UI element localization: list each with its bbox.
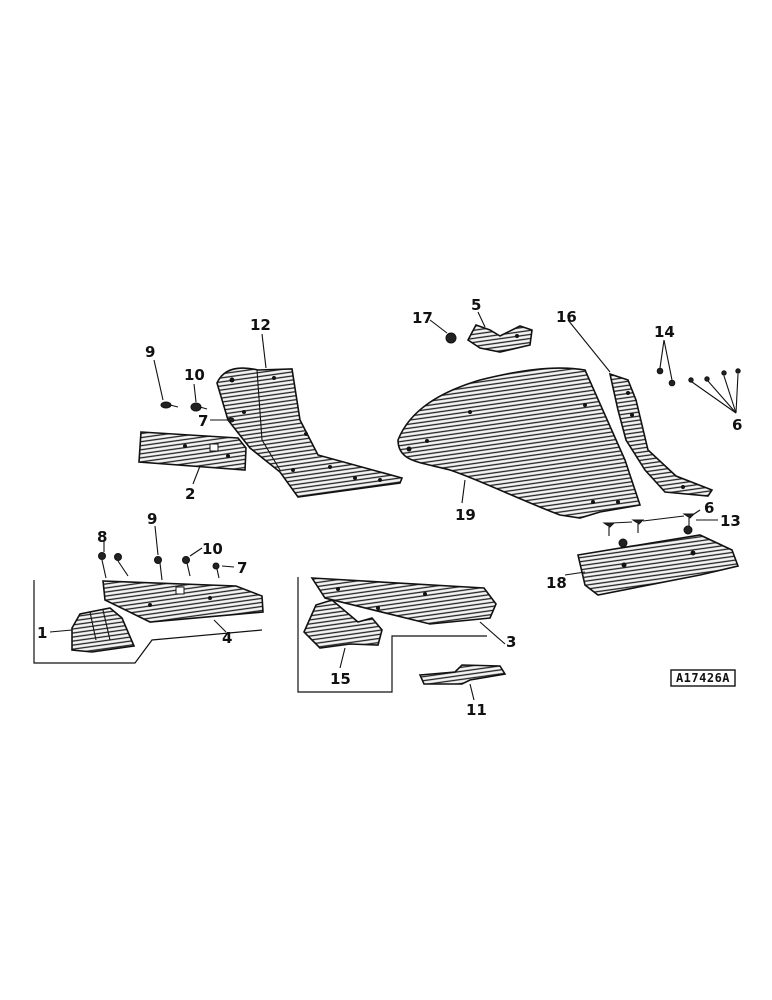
part-12-shin-plate	[216, 367, 404, 498]
hardware-share-bolts	[602, 513, 696, 548]
hardware-lower-left	[98, 552, 220, 581]
callout-10-lower: 10	[202, 540, 223, 558]
callout-11: 11	[466, 701, 487, 719]
callouts: 9 10 7 2 12 17 5 16 14 6 19 6 13 18 8 9 …	[37, 296, 742, 719]
callout-13: 13	[720, 512, 741, 530]
callout-5: 5	[471, 296, 481, 314]
part-15-frog	[303, 599, 383, 649]
callout-9-upper: 9	[145, 343, 155, 361]
callout-10-upper: 10	[184, 366, 205, 384]
part-1-support	[71, 607, 136, 653]
part-11-brace	[418, 664, 507, 685]
callout-19: 19	[455, 506, 476, 524]
callout-6-lower: 6	[704, 499, 714, 517]
callout-1: 1	[37, 624, 47, 642]
callout-17: 17	[412, 309, 433, 327]
part-4-frame-group	[33, 580, 264, 664]
callout-7-lower: 7	[237, 559, 247, 577]
callout-18: 18	[546, 574, 567, 592]
callout-6-upper: 6	[732, 416, 742, 434]
leader-lines	[49, 311, 739, 701]
callout-2: 2	[185, 485, 195, 503]
callout-12: 12	[250, 316, 271, 334]
callout-4: 4	[222, 629, 232, 647]
callout-14: 14	[654, 323, 675, 341]
part-17-nut	[445, 332, 457, 344]
figure-code: A17426A	[676, 671, 730, 685]
figure-code-badge: A17426A	[670, 669, 736, 687]
part-5-bracket	[466, 324, 533, 353]
hardware-upper-right	[656, 367, 741, 387]
part-19-moldboard	[397, 367, 642, 519]
part-2-plate	[138, 431, 247, 471]
part-16-shin-strip	[608, 372, 714, 497]
callout-15: 15	[330, 670, 351, 688]
part-3-frame-group	[297, 577, 497, 693]
callout-8: 8	[97, 528, 107, 546]
part-18-share-plate	[577, 534, 740, 596]
callout-16: 16	[556, 308, 577, 326]
callout-7-upper: 7	[198, 412, 208, 430]
hardware-upper-left	[160, 401, 235, 423]
callout-3: 3	[506, 633, 516, 651]
callout-9-lower: 9	[147, 510, 157, 528]
